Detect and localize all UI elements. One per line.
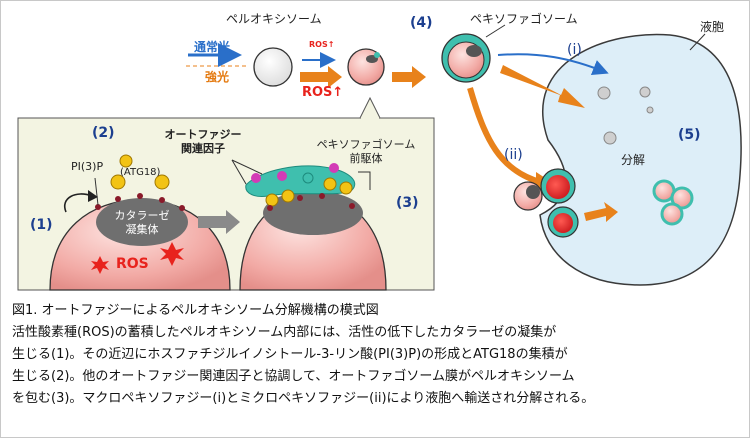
peroxisome-normal [253, 47, 293, 87]
caption-line-2: 生じる(1)。その近辺にホスファチジルイノシトール-3-リン酸(PI(3)P)の… [12, 347, 568, 362]
step-3-label: (3) [396, 195, 419, 211]
vacuole-label: 液胞 [700, 20, 725, 34]
route-ii-label: (ii) [504, 147, 523, 163]
pi3p-label: PI(3)P [71, 160, 104, 173]
inset-ros-label: ROS [116, 256, 149, 272]
pexophagosome-title: ペキソファゴソーム [470, 12, 578, 26]
caption-line-4: を包む(3)。マクロペキソファジー(i)とミクロペキソファジー(ii)により液胞… [12, 391, 595, 406]
degradation-label: 分解 [621, 153, 646, 167]
vacuole-peroxisome-b [670, 186, 694, 210]
autophagy-factors-label: オートファジー 関連因子 [164, 128, 242, 155]
route-i-label: (i) [567, 42, 582, 58]
normal-light-label: 通常光 [194, 40, 231, 54]
caption-line-3: 生じる(2)。他のオートファジー関連因子と協調して、オートファゴソーム膜がペルオ… [12, 369, 575, 384]
step-5-label: (5) [678, 127, 701, 143]
strong-light-label: 強光 [205, 70, 230, 84]
ros-big-label: ROS↑ [302, 85, 344, 100]
vacuole-peroxisome-c [660, 202, 684, 226]
caption-line-1: 活性酸素種(ROS)の蓄積したペルオキシソーム内部には、活性の低下したカタラーゼ… [12, 325, 557, 340]
figure-caption: 図1. オートファジーによるペルオキシソーム分解機構の模式図 活性酸素種(ROS… [12, 300, 740, 410]
vacuole-shape [539, 33, 742, 286]
precursor-label: ペキソファゴソーム 前駆体 [316, 138, 416, 165]
atg18-label: (ATG18) [120, 167, 161, 178]
ros-small-label: ROS↑ [309, 40, 335, 49]
step-4-label: (4) [410, 15, 433, 31]
catalase-aggregate [96, 198, 188, 246]
catalase-label: カタラーゼ 凝集体 [114, 209, 170, 236]
caption-title: 図1. オートファジーによるペルオキシソーム分解機構の模式図 [12, 303, 379, 318]
step-1-label: (1) [30, 217, 53, 233]
step-2-label: (2) [92, 125, 115, 141]
peroxisome-title: ペルオキシソーム [226, 12, 322, 26]
